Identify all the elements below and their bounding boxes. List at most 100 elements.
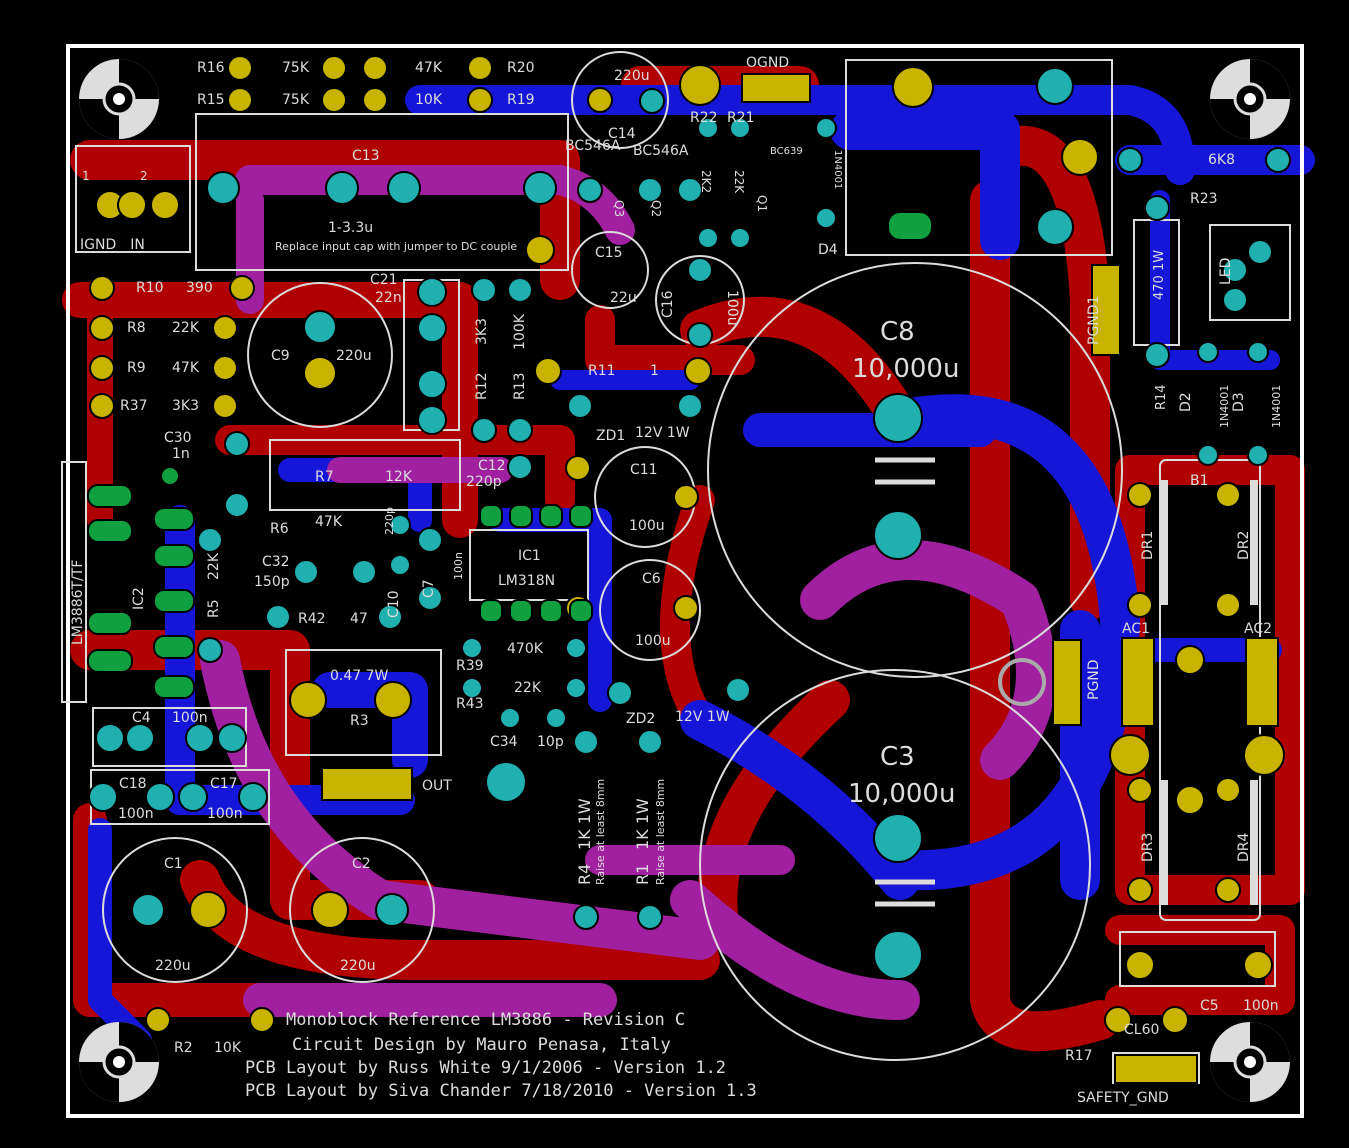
label-c30: C30	[164, 430, 192, 446]
label-r14: R14	[1154, 384, 1169, 410]
label-zd2: ZD2	[626, 711, 655, 727]
label-r7-value: 12K	[385, 469, 413, 485]
label-r10-value: 390	[186, 280, 213, 296]
label-ac2: AC2	[1244, 621, 1272, 637]
label-d4: D4	[818, 242, 838, 258]
label-r6-value: 47K	[315, 514, 343, 530]
credits-line-2: Circuit Design by Mauro Penasa, Italy	[292, 1035, 671, 1055]
label-ignd-pin1: 1	[82, 169, 90, 183]
label-r21: R21	[727, 110, 755, 126]
silkscreen	[61, 51, 1291, 1084]
label-c9: C9	[271, 348, 290, 364]
label-r2: R2	[174, 1040, 193, 1056]
label-c30-value: 1n	[172, 446, 190, 462]
label-r17: R17	[1065, 1048, 1093, 1064]
label-c13: C13	[352, 148, 380, 164]
label-q1: Q1	[755, 195, 769, 212]
c5-outline	[1119, 931, 1276, 987]
label-c34-value: 10p	[537, 734, 564, 750]
label-c32: C32	[262, 554, 290, 570]
label-c16-value: 100u	[724, 290, 740, 326]
mounting-hole-bottom-left	[79, 1022, 159, 1102]
label-c18-value: 100n	[118, 806, 154, 822]
label-q2: Q2	[649, 200, 663, 217]
label-pgnd1: PGND1	[1086, 296, 1102, 345]
c14-outline	[571, 51, 669, 149]
label-c34: C34	[490, 734, 518, 750]
label-r1-note: Raise at least 8mm	[654, 779, 667, 885]
label-c8-value: 10,000u	[852, 354, 959, 384]
label-c9-value: 220u	[336, 348, 372, 364]
label-c11: C11	[630, 462, 658, 478]
label-r20-value: 47K	[415, 60, 443, 76]
label-r13-value: 100K	[512, 313, 528, 350]
label-r9-value: 47K	[172, 360, 200, 376]
label-r1-value: 1K 1W	[633, 798, 652, 850]
label-dr2: DR2	[1236, 531, 1252, 560]
c1-outline	[102, 837, 248, 983]
r3-outline	[285, 649, 442, 756]
label-r4-note: Raise at least 8mm	[594, 779, 607, 885]
label-c17-value: 100n	[207, 806, 243, 822]
label-r16: R16	[197, 60, 225, 76]
label-d3: D3	[1231, 392, 1247, 412]
label-ignd-pin2: 2	[140, 169, 148, 183]
label-d4-value: 1N4001	[832, 150, 843, 189]
label-pgnd: PGND	[1086, 659, 1102, 700]
label-c10: C10	[386, 590, 402, 618]
ic2-outline	[61, 461, 87, 703]
label-r3: R3	[350, 713, 369, 729]
label-r15: R15	[197, 92, 225, 108]
label-r1: R1	[633, 864, 652, 885]
label-q3: Q3	[612, 200, 626, 217]
label-c4-value: 100n	[172, 710, 208, 726]
label-safety-gnd: SAFETY_GND	[1077, 1090, 1169, 1106]
label-c13-note: Replace input cap with jumper to DC coup…	[275, 240, 517, 253]
label-c14-value: 220u	[614, 68, 650, 84]
label-c4: C4	[132, 710, 151, 726]
label-r21-value: 22K	[732, 170, 746, 194]
label-r6: R6	[270, 521, 289, 537]
credits-line-3: PCB Layout by Russ White 9/1/2006 - Vers…	[245, 1058, 726, 1078]
label-c32-value: 150p	[254, 574, 290, 590]
ignd-in-outline	[75, 145, 191, 253]
led-outline	[1209, 224, 1291, 321]
relay-outline	[845, 59, 1113, 256]
mounting-hole-top-left	[79, 59, 159, 139]
label-r37: R37	[120, 398, 148, 414]
label-r22: R22	[690, 110, 718, 126]
label-c2: C2	[352, 856, 371, 872]
label-d2-value: 1N4001	[1218, 385, 1231, 428]
label-c15: C15	[595, 245, 623, 261]
label-r12: R12	[474, 372, 490, 400]
label-r19-value: 10K	[415, 92, 443, 108]
label-c12: C12	[478, 458, 506, 474]
label-r4-value: 1K 1W	[575, 798, 594, 850]
label-r15-value: 75K	[282, 92, 310, 108]
label-ic1-value: LM318N	[498, 573, 555, 589]
label-c17: C17	[210, 776, 238, 792]
label-c21-value: 22n	[375, 290, 402, 306]
label-r5: R5	[206, 599, 222, 618]
label-r11-value: 1	[650, 363, 659, 379]
c3-outline	[699, 669, 1091, 1061]
label-r22-value: 2K2	[699, 170, 713, 193]
label-r16-value: 75K	[282, 60, 310, 76]
c9-outline	[247, 282, 393, 428]
label-r11: R11	[588, 363, 616, 379]
label-c7: C7	[421, 579, 437, 598]
credits-line-1: Monoblock Reference LM3886 - Revision C	[286, 1010, 685, 1030]
ic1-outline	[469, 529, 589, 601]
label-zd1: ZD1	[596, 428, 625, 444]
pads	[87, 55, 1291, 1084]
label-c5: C5	[1200, 998, 1219, 1014]
label-r5-value: 22K	[206, 552, 222, 580]
label-r2-value: 10K	[214, 1040, 242, 1056]
label-r8-value: 22K	[172, 320, 200, 336]
label-r12-value: 3K3	[474, 318, 490, 345]
label-c21: C21	[370, 272, 398, 288]
label-ignd-in: IGND__IN	[80, 237, 145, 253]
label-c3: C3	[880, 742, 915, 772]
label-r13: R13	[512, 372, 528, 400]
label-c1-value: 220u	[155, 958, 191, 974]
